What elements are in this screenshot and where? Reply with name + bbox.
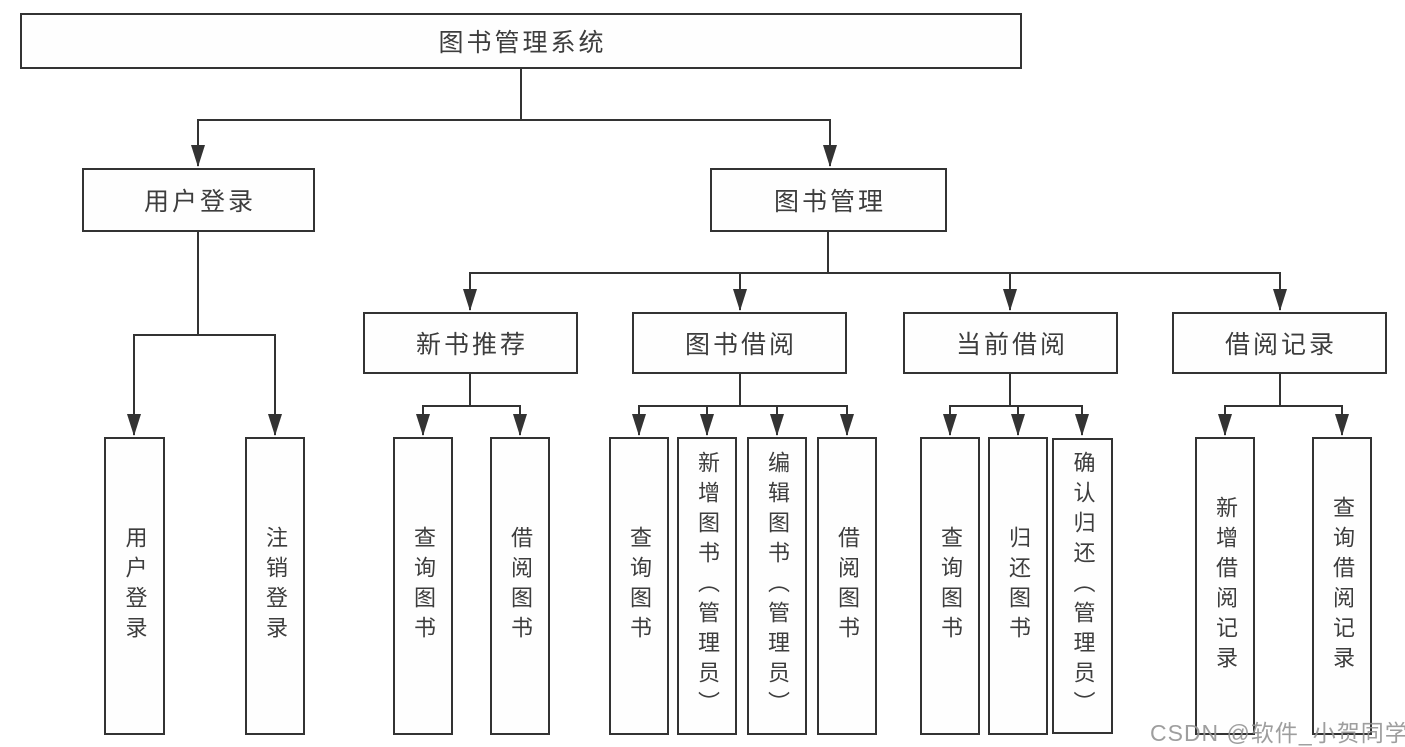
edges-current-borrow-to-children (943, 374, 1089, 436)
leaf-borrow-book-recommend: 借阅图书 (490, 437, 550, 735)
node-root-library-system: 图书管理系统 (20, 13, 1022, 69)
leaf-return-book: 归还图书 (988, 437, 1048, 735)
node-label: 新增借阅记录 (1213, 496, 1238, 676)
leaf-borrow-book: 借阅图书 (817, 437, 877, 735)
node-current-borrow: 当前借阅 (903, 312, 1118, 374)
node-label: 图书管理系统 (438, 29, 607, 57)
edges-root-to-level2 (191, 69, 837, 167)
node-book-borrow: 图书借阅 (632, 312, 847, 374)
csdn-watermark: CSDN @软件_小贺同学 (1150, 720, 1405, 746)
node-label: 用户登录 (143, 188, 256, 216)
leaf-query-book-current: 查询图书 (920, 437, 980, 735)
node-label: 编辑图书（管理员） (765, 451, 790, 721)
leaf-add-borrow-record: 新增借阅记录 (1195, 437, 1255, 735)
edges-new-book-recommend-to-children (416, 374, 527, 436)
node-label: 借阅记录 (1224, 331, 1337, 359)
leaf-logout-login: 注销登录 (245, 437, 305, 735)
node-label: 借阅图书 (835, 526, 860, 646)
node-label: 新书推荐 (415, 331, 528, 359)
node-label: 当前借阅 (955, 331, 1068, 359)
leaf-edit-book-admin: 编辑图书（管理员） (747, 437, 807, 735)
node-label: 借阅图书 (508, 526, 533, 646)
leaf-query-book-borrow: 查询图书 (609, 437, 669, 735)
node-label: 用户登录 (122, 526, 148, 646)
node-label: 图书管理 (773, 188, 886, 216)
node-book-management: 图书管理 (710, 168, 947, 232)
node-label: 注销登录 (263, 526, 288, 646)
node-new-book-recommend: 新书推荐 (363, 312, 578, 374)
leaf-add-book-admin: 新增图书（管理员） (677, 437, 737, 735)
node-label: 查询图书 (938, 526, 963, 646)
node-label: 新增图书（管理员） (695, 451, 720, 721)
node-label: 查询图书 (627, 526, 652, 646)
node-label: 归还图书 (1006, 526, 1031, 646)
node-user-login: 用户登录 (82, 168, 315, 232)
edges-user-login-to-children (127, 232, 282, 436)
node-label: 确认归还（管理员） (1070, 451, 1096, 721)
leaf-query-borrow-record: 查询借阅记录 (1312, 437, 1372, 735)
node-label: 查询借阅记录 (1330, 496, 1355, 676)
node-label: 查询图书 (411, 526, 436, 646)
node-label: 图书借阅 (684, 331, 797, 359)
edges-book-borrow-to-children (632, 374, 854, 436)
node-borrow-record: 借阅记录 (1172, 312, 1387, 374)
edges-borrow-record-to-children (1218, 374, 1349, 436)
leaf-user-login: 用户登录 (104, 437, 165, 735)
leaf-confirm-return-admin: 确认归还（管理员） (1052, 438, 1113, 734)
edges-book-management-to-level3 (463, 232, 1287, 311)
leaf-query-book-recommend: 查询图书 (393, 437, 453, 735)
